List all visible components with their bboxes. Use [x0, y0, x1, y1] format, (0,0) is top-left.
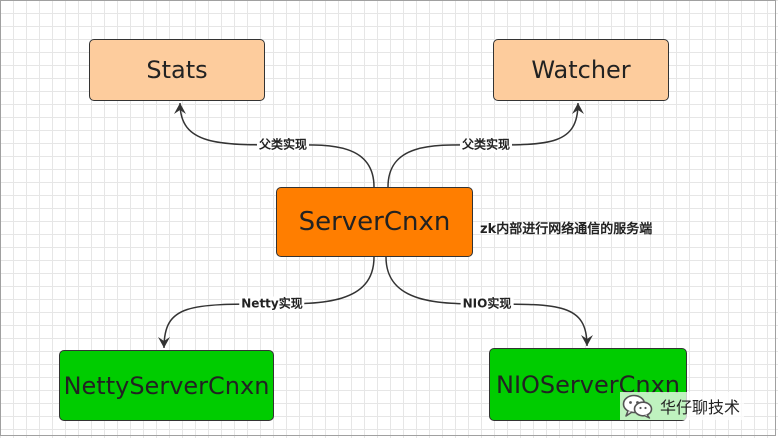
- edge-server-netty-arrowhead: [158, 337, 170, 348]
- watermark: 华仔聊技术: [620, 392, 745, 420]
- edge-server-stats-arrowhead: [174, 103, 186, 114]
- watermark-text: 华仔聊技术: [660, 398, 741, 417]
- node-netty-server-cnxn[interactable]: NettyServerCnxn: [59, 350, 274, 421]
- node-stats[interactable]: Stats: [89, 39, 265, 101]
- edge-label-server-netty: Netty实现: [239, 296, 305, 312]
- edge-label-server-stats: 父类实现: [256, 137, 310, 153]
- edge-label-server-watcher: 父类实现: [459, 137, 513, 153]
- node-watcher[interactable]: Watcher: [493, 39, 669, 101]
- server-annotation: zk内部进行网络通信的服务端: [480, 222, 653, 237]
- node-server-cnxn[interactable]: ServerCnxn: [276, 187, 473, 257]
- edge-server-nio-arrowhead: [581, 335, 593, 346]
- edge-label-server-nio: NIO实现: [460, 296, 514, 312]
- wechat-icon: [622, 394, 653, 419]
- edge-server-watcher-arrowhead: [572, 103, 584, 114]
